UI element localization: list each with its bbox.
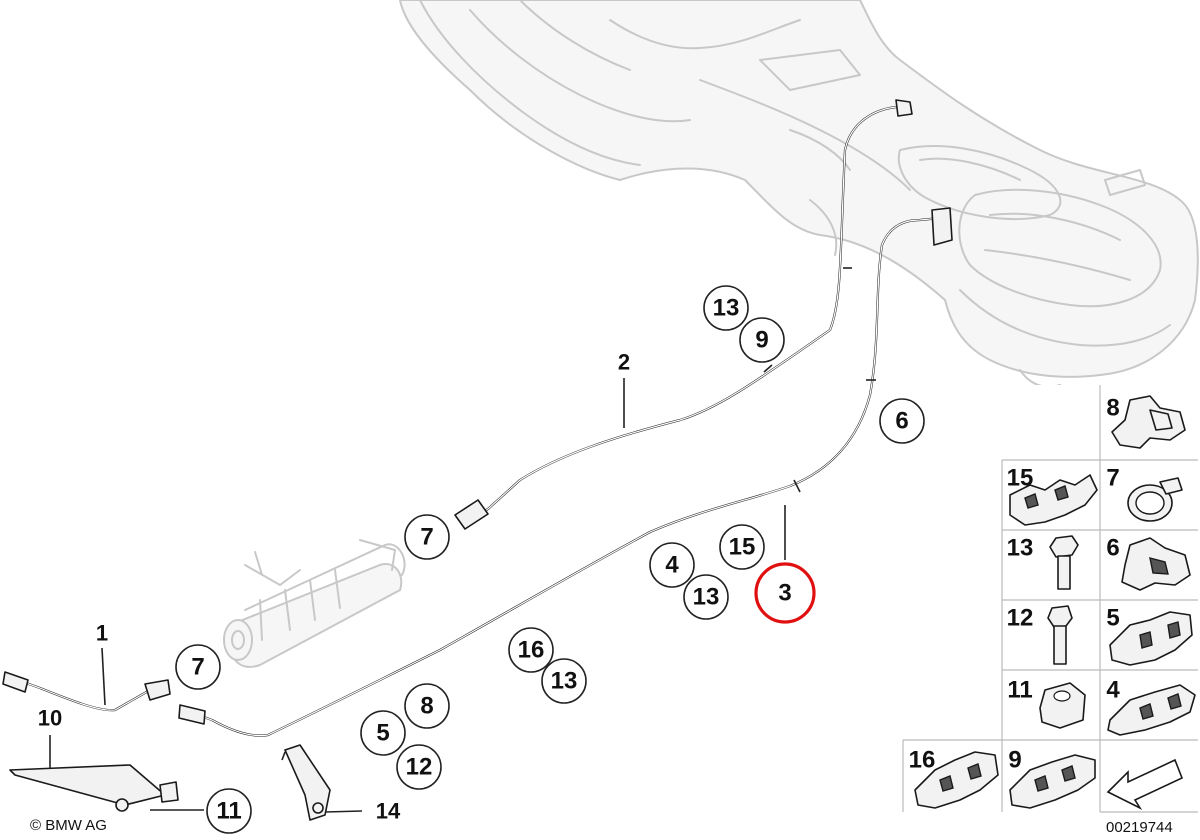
fuel-line-3 xyxy=(178,207,953,737)
legend-cell-13[interactable]: 13 xyxy=(1007,535,1079,590)
label-2[interactable]: 2 xyxy=(618,350,630,375)
legend-number: 8 xyxy=(1106,395,1119,422)
legend-number: 6 xyxy=(1106,535,1119,562)
legend-cell-15[interactable]: 15 xyxy=(1007,465,1098,526)
callout-label: 15 xyxy=(729,534,756,561)
legend-number: 9 xyxy=(1008,747,1021,774)
callout-label: 16 xyxy=(518,637,545,664)
callout-5[interactable]: 5 xyxy=(360,710,406,756)
fuel-filter xyxy=(223,539,406,668)
legend-number: 5 xyxy=(1106,605,1119,632)
callout-label: 9 xyxy=(755,327,768,354)
callout-label: 12 xyxy=(406,754,433,781)
callout-label: 4 xyxy=(665,552,679,579)
callout-3-highlighted[interactable]: 3 xyxy=(754,562,816,624)
legend-cell-9[interactable]: 9 xyxy=(1008,747,1096,809)
callout-13c[interactable]: 13 xyxy=(541,658,587,704)
parts-legend: 8 15 7 13 6 xyxy=(902,385,1198,813)
drawing-number: 00219744 xyxy=(1106,819,1173,836)
legend-cell-7[interactable]: 7 xyxy=(1106,465,1183,522)
legend-number: 13 xyxy=(1007,535,1034,562)
callout-label: 7 xyxy=(191,654,204,681)
callout-4[interactable]: 4 xyxy=(649,542,695,588)
callout-12[interactable]: 12 xyxy=(396,744,442,790)
callout-13b[interactable]: 13 xyxy=(683,574,729,620)
copyright-text: © BMW AG xyxy=(30,817,107,834)
callout-label: 3 xyxy=(778,580,791,607)
legend-number: 16 xyxy=(909,747,936,774)
label-10[interactable]: 10 xyxy=(38,706,62,731)
callout-16[interactable]: 16 xyxy=(508,627,554,673)
callout-label: 7 xyxy=(420,524,433,551)
callout-label: 13 xyxy=(551,668,578,695)
callout-label: 8 xyxy=(420,693,433,720)
callout-6[interactable]: 6 xyxy=(879,398,925,444)
clip-8-icon xyxy=(1111,395,1186,449)
screw-12-icon xyxy=(1047,605,1073,628)
callout-label: 5 xyxy=(376,720,389,747)
heat-shield-10 xyxy=(9,764,179,812)
direction-arrow-icon xyxy=(1106,758,1184,810)
legend-cell-5[interactable]: 5 xyxy=(1106,605,1193,666)
legend-arrow-cell xyxy=(1100,758,1198,813)
clip-9-icon xyxy=(1009,754,1096,809)
legend-cell-16[interactable]: 16 xyxy=(909,747,999,809)
legend-cell-6[interactable]: 6 xyxy=(1106,535,1191,591)
legend-number: 11 xyxy=(1007,677,1032,704)
callout-7a[interactable]: 7 xyxy=(404,514,450,560)
callout-8[interactable]: 8 xyxy=(404,683,450,729)
callout-7b[interactable]: 7 xyxy=(175,644,221,690)
callout-15[interactable]: 15 xyxy=(719,524,765,570)
fuel-line-1 xyxy=(2,671,171,712)
nut-11-icon xyxy=(1039,682,1086,729)
callout-11[interactable]: 11 xyxy=(206,788,252,834)
callout-label: 13 xyxy=(713,295,740,322)
label-1[interactable]: 1 xyxy=(96,621,108,646)
legend-number: 7 xyxy=(1106,465,1119,492)
leader-lines xyxy=(49,378,786,813)
label-14[interactable]: 14 xyxy=(376,799,401,824)
bolt-13-icon xyxy=(1049,535,1079,558)
callout-label: 11 xyxy=(216,798,241,825)
callout-13a[interactable]: 13 xyxy=(703,285,749,331)
legend-number: 4 xyxy=(1106,677,1120,704)
legend-cell-8[interactable]: 8 xyxy=(1106,395,1186,449)
callout-label: 6 xyxy=(895,408,908,435)
fuel-line-2 xyxy=(454,99,913,530)
bracket-14 xyxy=(281,744,331,821)
legend-cell-4[interactable]: 4 xyxy=(1106,677,1196,736)
callout-9a[interactable]: 9 xyxy=(739,317,785,363)
callout-label: 13 xyxy=(693,584,720,611)
legend-cell-11[interactable]: 11 xyxy=(1007,677,1086,729)
legend-cell-12[interactable]: 12 xyxy=(1007,605,1073,665)
fuel-tank-outline xyxy=(398,0,1199,388)
legend-number: 12 xyxy=(1007,605,1034,632)
clip-15-icon xyxy=(1009,474,1098,526)
